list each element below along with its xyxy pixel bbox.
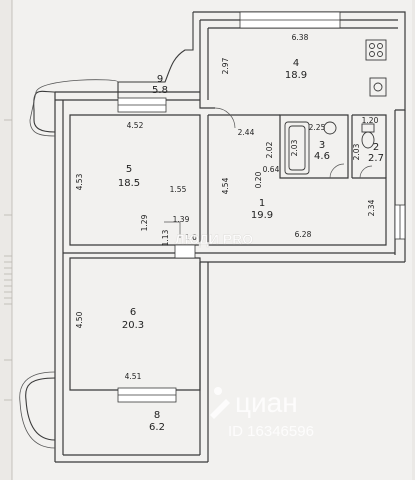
stove-icon xyxy=(365,39,387,61)
room-8-area: 6.2 xyxy=(149,422,165,433)
agency-watermark: ЛЮДИ PRO xyxy=(175,231,253,247)
room-9-area: 5.8 xyxy=(152,85,168,96)
room-2-number: 2 xyxy=(373,142,379,153)
cian-logo-icon xyxy=(210,387,230,419)
dim-label: 4.51 xyxy=(125,372,142,381)
room-5-area: 18.5 xyxy=(118,178,140,189)
dim-label: 1.13 xyxy=(161,229,170,246)
dim-label: 1.39 xyxy=(173,215,190,224)
windows xyxy=(117,11,406,403)
listing-id-watermark: ID 16346596 xyxy=(228,423,314,440)
brand-watermark: циан xyxy=(235,387,298,418)
dim-label: 4.54 xyxy=(221,177,230,194)
room-4-number: 4 xyxy=(293,58,299,69)
dim-label: 1.55 xyxy=(170,185,187,194)
dim-label: 4.52 xyxy=(127,121,144,130)
dim-label: 0.64 xyxy=(263,165,280,174)
basin-icon xyxy=(323,121,337,135)
room-9-number: 9 xyxy=(157,74,163,85)
doors xyxy=(164,107,373,238)
dim-label: 1.0 xyxy=(185,233,197,242)
dim-label: 2.03 xyxy=(352,143,361,160)
dim-label: 4.53 xyxy=(75,173,84,190)
room-1-area: 19.9 xyxy=(251,210,273,221)
room-labels: 4 18.9 9 5.8 5 18.5 1 19.9 3 4.6 2 2.7 6… xyxy=(118,58,384,433)
dim-label: 2.34 xyxy=(367,199,376,216)
room-6-number: 6 xyxy=(130,307,136,318)
dim-label: 2.97 xyxy=(221,57,230,74)
dim-label: 4.50 xyxy=(75,311,84,328)
balcony-9-outline xyxy=(117,12,194,98)
dim-label: 2.03 xyxy=(290,139,299,156)
dim-label: 6.38 xyxy=(292,33,309,42)
room-3-number: 3 xyxy=(319,140,325,151)
fixtures xyxy=(284,39,387,175)
room-8-number: 8 xyxy=(154,410,160,421)
dim-label: 1.29 xyxy=(140,214,149,231)
dim-label: 2.44 xyxy=(238,128,255,137)
ruled-margin xyxy=(4,0,13,480)
dim-label: 0.20 xyxy=(254,171,263,188)
room-2-area: 2.7 xyxy=(368,153,384,164)
kitchen-sink-icon xyxy=(369,77,387,97)
dim-label: 1.20 xyxy=(362,116,379,125)
room-6-area: 20.3 xyxy=(122,320,144,331)
dim-label: 6.28 xyxy=(295,230,312,239)
room-1-number: 1 xyxy=(259,198,265,209)
balcony-8-outline xyxy=(25,377,56,441)
bathtub-icon xyxy=(284,121,310,175)
room-4-area: 18.9 xyxy=(285,70,307,81)
room-5-number: 5 xyxy=(126,164,132,175)
dim-label: 2.25 xyxy=(309,123,326,132)
dimension-labels: 6.38 2.97 4.52 2.44 2.25 1.20 2.02 2.03 … xyxy=(75,33,379,381)
dim-label: 2.02 xyxy=(265,141,274,158)
room-3-area: 4.6 xyxy=(314,151,330,162)
watermarks: ЛЮДИ PRO циан ID 16346596 xyxy=(175,231,314,440)
